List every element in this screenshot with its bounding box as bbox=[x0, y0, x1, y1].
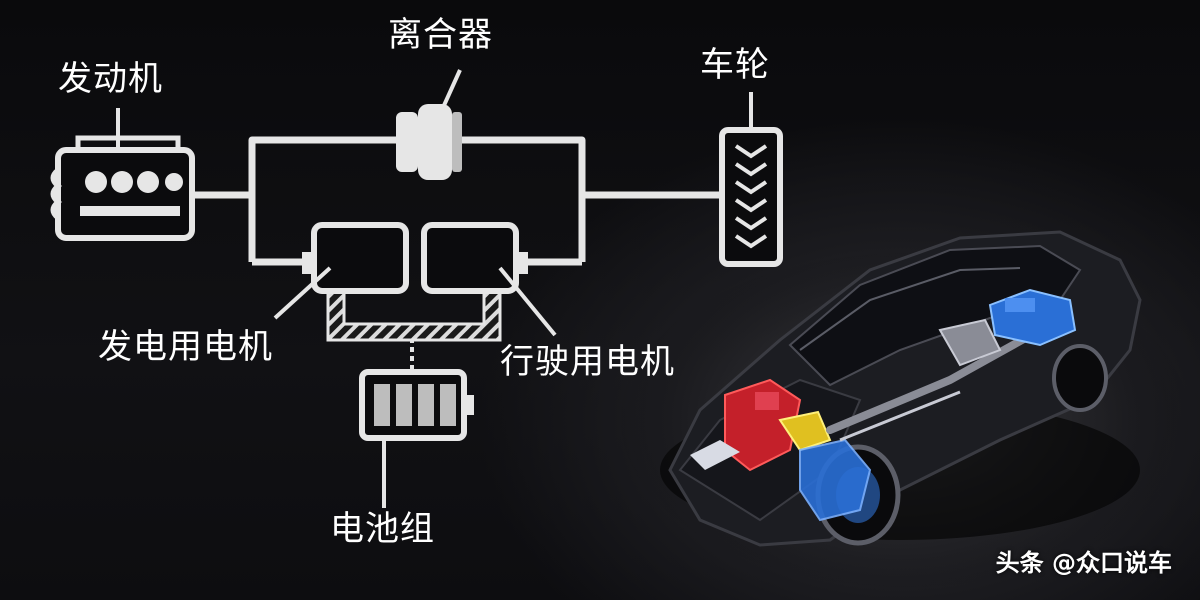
battery-icon bbox=[359, 369, 474, 508]
drive-motor-icon bbox=[421, 222, 557, 337]
generator-motor-label: 发电用电机 bbox=[98, 327, 273, 367]
electrical-link bbox=[326, 294, 502, 342]
wheel-label: 车轮 bbox=[700, 45, 770, 85]
generator-motor-icon bbox=[273, 222, 409, 320]
car-illustration bbox=[615, 230, 1195, 590]
clutch-label: 离合器 bbox=[388, 15, 493, 55]
clutch-icon bbox=[396, 69, 462, 180]
engine-icon bbox=[50, 108, 195, 241]
drive-motor-label: 行驶用电机 bbox=[500, 342, 675, 382]
battery-label: 电池组 bbox=[330, 509, 435, 549]
wheel-icon bbox=[719, 92, 783, 267]
connection-lines bbox=[195, 136, 722, 370]
engine-label: 发动机 bbox=[58, 59, 163, 99]
watermark: 头条 @众口说车 bbox=[995, 549, 1172, 577]
